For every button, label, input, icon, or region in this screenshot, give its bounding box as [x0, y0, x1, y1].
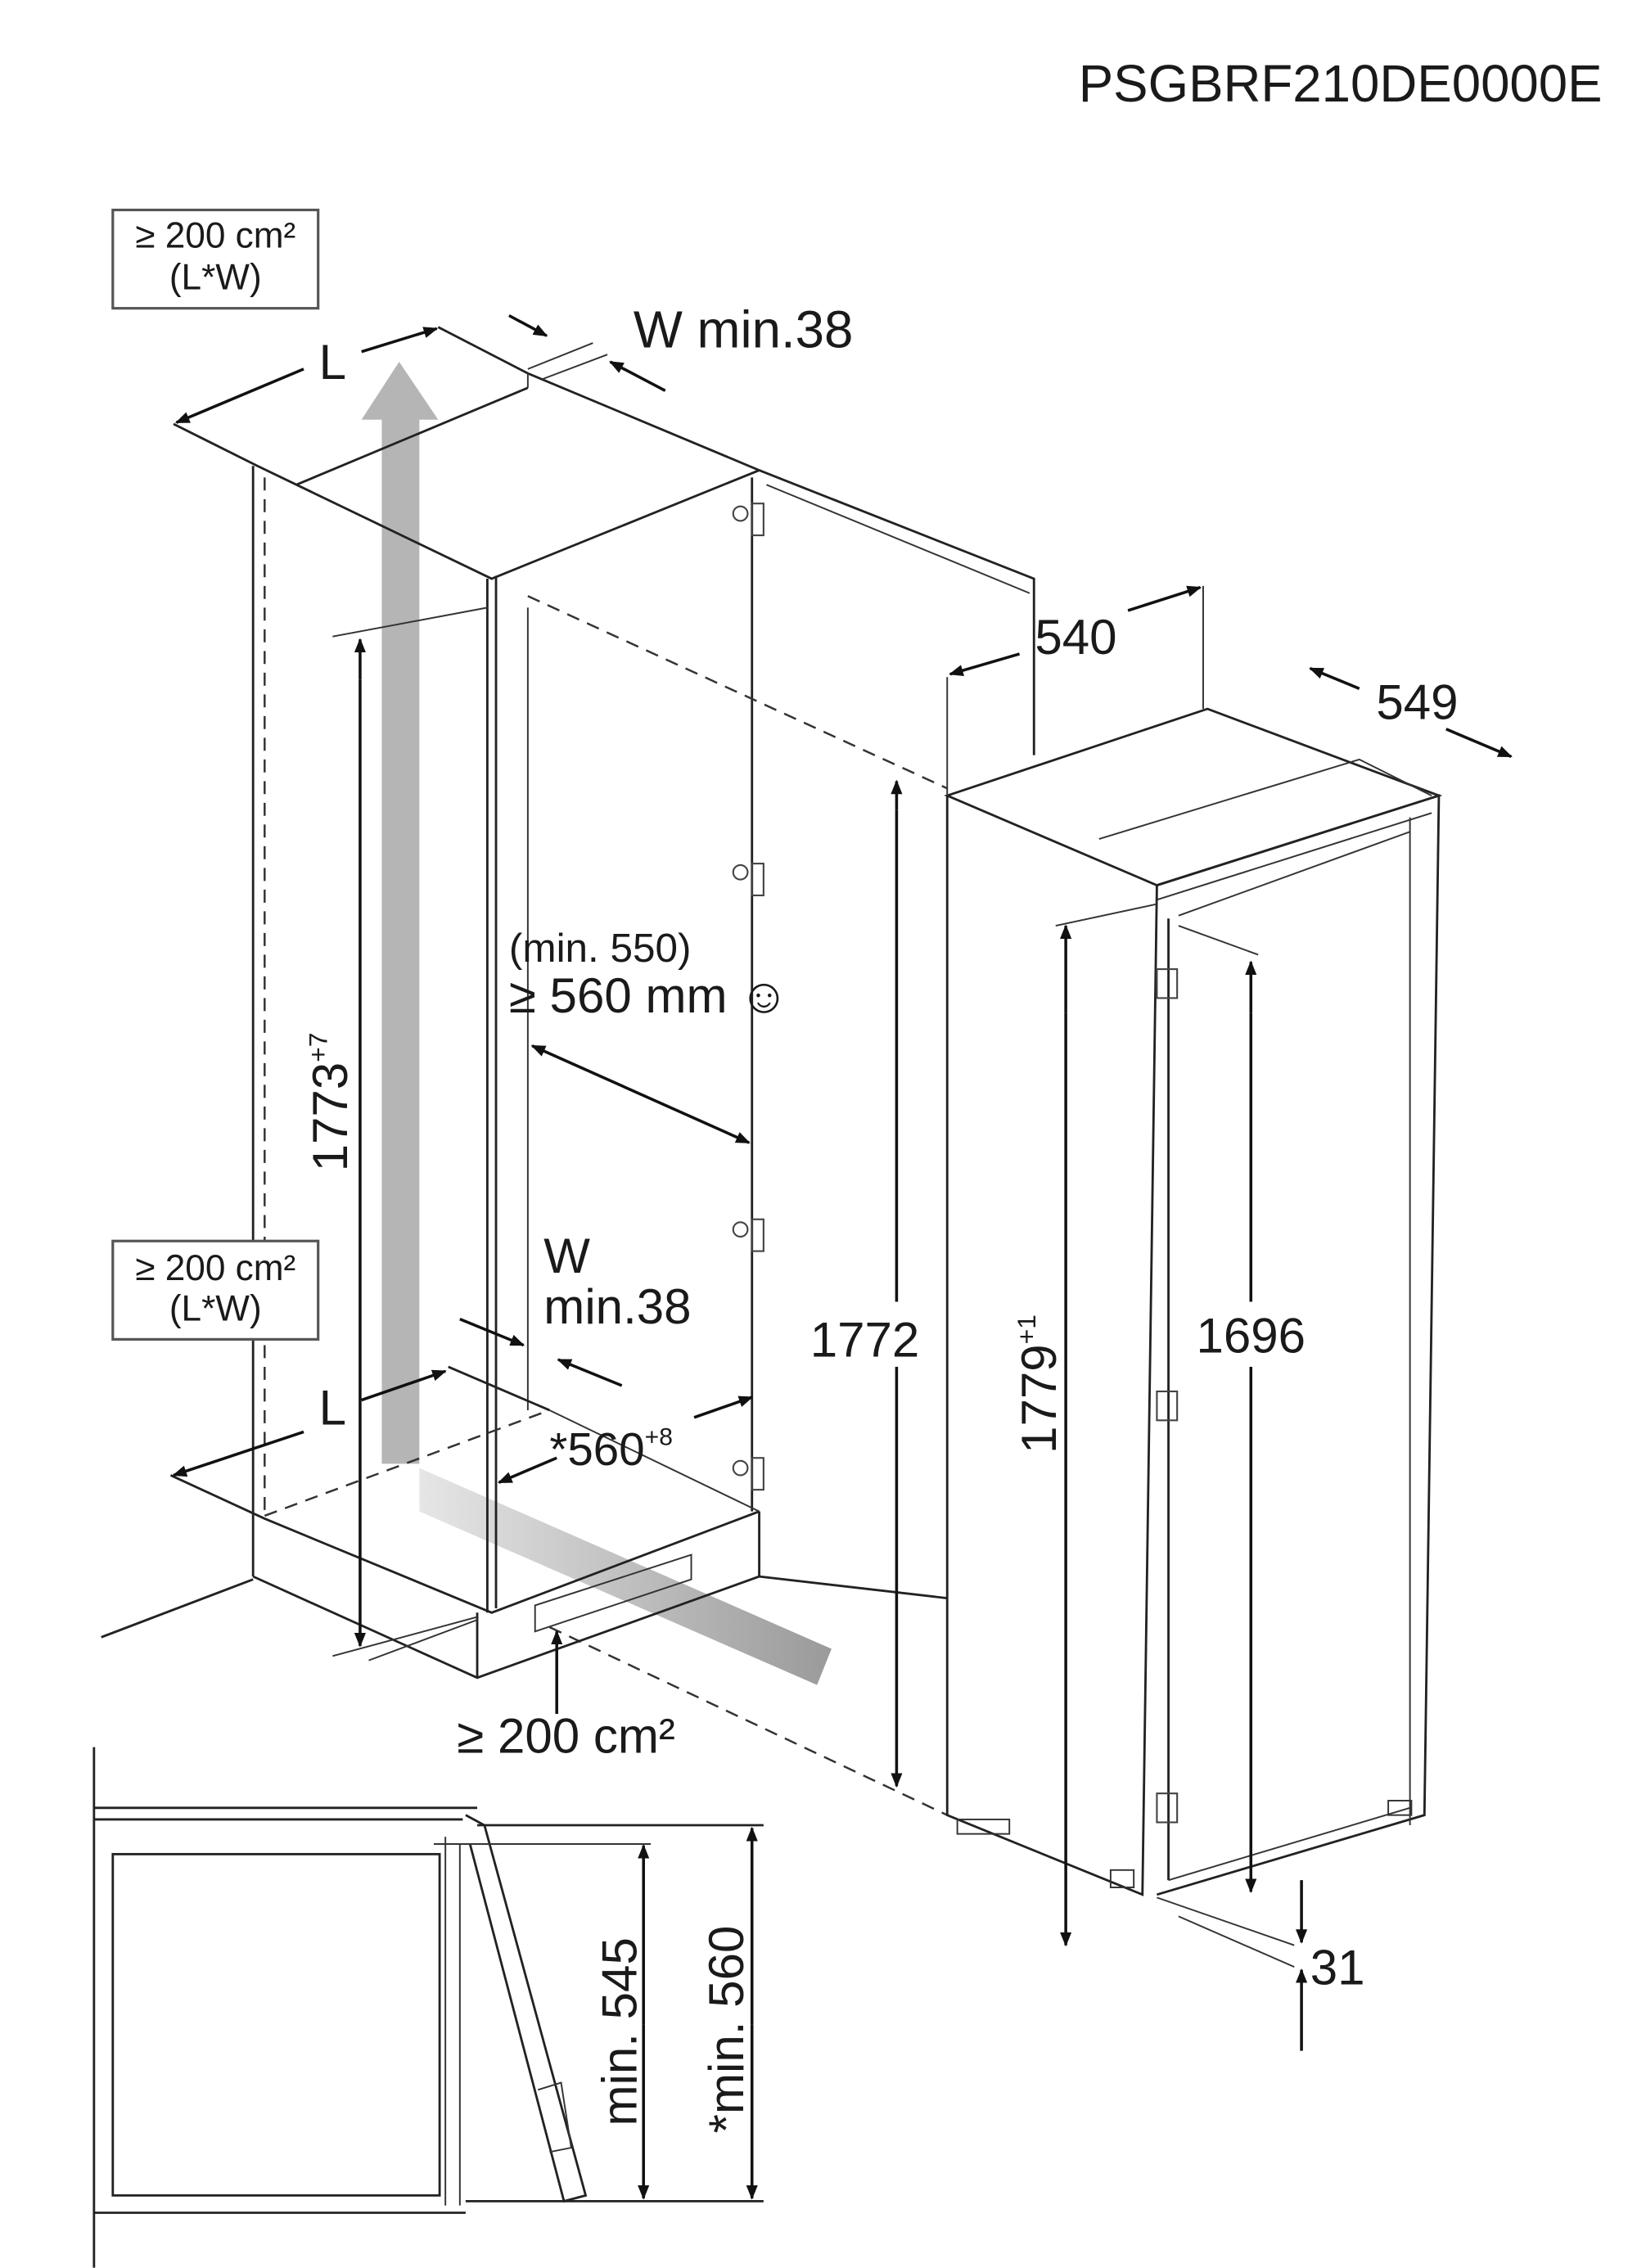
top-vent-formula: (L*W)	[169, 258, 262, 298]
door-clearance-min: min. 545	[592, 1937, 647, 2126]
top-vent-area-box	[111, 208, 320, 310]
niche-width: *560+8	[549, 1423, 673, 1475]
cabinet-height: 1772	[810, 1313, 920, 1368]
airflow-up-arrow	[361, 362, 439, 1464]
appliance-drawing	[944, 707, 1443, 1896]
bottom-vent-area-box	[111, 1239, 320, 1341]
model-code: PSGBRF210DE0000E	[1079, 55, 1603, 113]
hinge-icon	[1156, 968, 1179, 1824]
door-height: 1696	[1196, 1308, 1306, 1363]
bottom-vent-formula: (L*W)	[169, 1288, 262, 1328]
bottom-vent-width-w: W	[543, 1229, 590, 1283]
door-clearance-recommended: *min. 560	[699, 1926, 754, 2134]
niche-depth-min: (min. 550)	[509, 926, 692, 971]
appliance-depth: 549	[1376, 674, 1458, 729]
hinge-icon	[732, 503, 764, 1491]
bottom-vent-width-min: min.38	[543, 1279, 691, 1334]
plinth-vent-area: ≥ 200 cm²	[457, 1709, 675, 1764]
niche-drawing	[101, 326, 1035, 1816]
foot-height: 31	[1310, 1940, 1365, 1995]
niche-height: 1773+7	[303, 1033, 358, 1172]
bottom-vent-length-label: L	[319, 1381, 346, 1436]
niche-depth-recommended: ≥ 560 mm☺	[509, 968, 789, 1023]
appliance-width: 540	[1035, 610, 1116, 665]
top-vent-area: ≥ 200 cm²	[135, 215, 295, 255]
top-vent-length-label: L	[319, 335, 346, 390]
door-section-drawing	[92, 1747, 764, 2268]
smiley-icon: ☺	[739, 968, 789, 1023]
appliance-total-height: 1779+1	[1012, 1314, 1067, 1454]
bottom-vent-area: ≥ 200 cm²	[135, 1248, 295, 1288]
top-vent-width-label: W min.38	[634, 300, 854, 358]
